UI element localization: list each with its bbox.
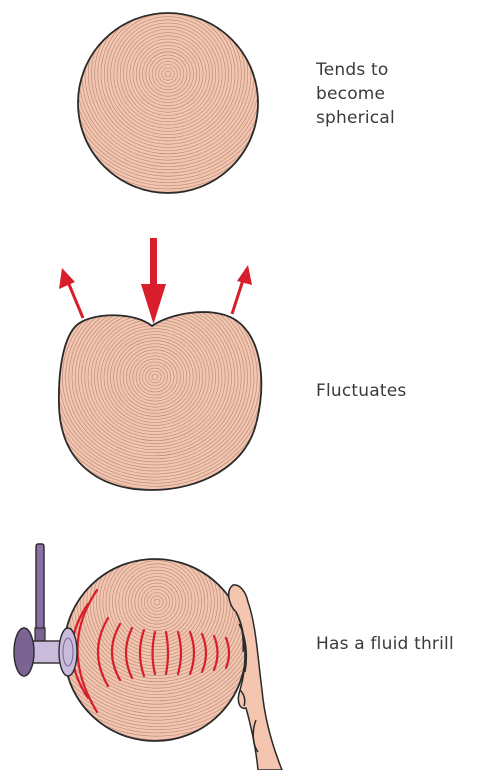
hammer-head-cap-right	[59, 628, 77, 676]
label-fluctuates: Fluctuates	[316, 379, 406, 403]
outward-arrow-icon	[232, 265, 252, 314]
label-tends-to-become-spherical: Tends to become spherical	[316, 58, 395, 130]
panel-fluctuates	[0, 225, 315, 529]
label-has-a-fluid-thrill: Has a fluid thrill	[316, 632, 454, 656]
percussion-hammer-icon	[14, 544, 77, 676]
hammer-head-cap-left	[14, 628, 34, 676]
panel-spherical	[21, 0, 315, 221]
label-line: Fluctuates	[316, 379, 406, 403]
hammer-handle	[36, 544, 44, 636]
panel-fluid-thrill	[0, 442, 317, 770]
label-line: spherical	[316, 106, 395, 130]
label-line: Tends to	[316, 58, 395, 82]
sphere-body	[78, 13, 258, 193]
downward-pressure-arrow-icon	[141, 238, 166, 324]
hammer-neck	[35, 628, 45, 642]
label-line: Has a fluid thrill	[316, 632, 454, 656]
outward-arrow-icon	[59, 268, 83, 318]
label-line: become	[316, 82, 395, 106]
